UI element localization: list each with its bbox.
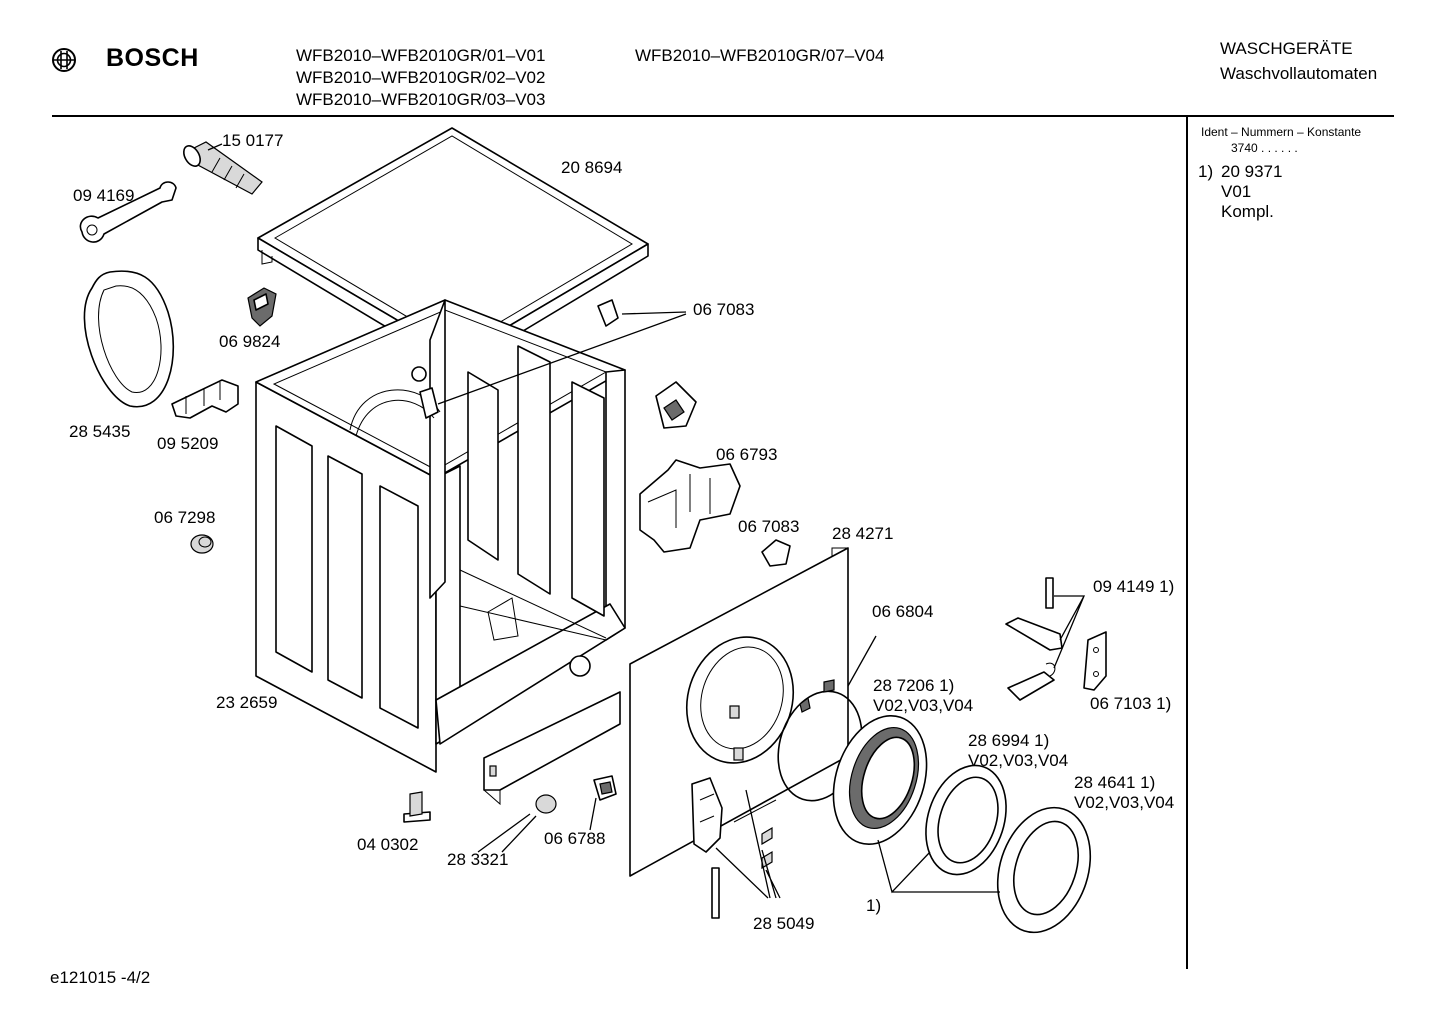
- hinge-part: [691, 777, 781, 919]
- part-label-067083-lower: 06 7083: [738, 517, 800, 536]
- part-label-069824: 06 9824: [219, 332, 281, 351]
- part-label-284641-variants: V02,V03,V04: [1074, 793, 1175, 812]
- bosch-logo: BOSCH: [50, 44, 210, 78]
- part-label-150177: 15 0177: [222, 131, 284, 150]
- note-callout-1: 1): [866, 896, 882, 915]
- wrench-part: [79, 181, 177, 243]
- note-marker: 1): [1198, 162, 1214, 181]
- part-label-094149: 09 4149 1): [1093, 577, 1175, 596]
- part-label-067298: 06 7298: [154, 508, 216, 527]
- model-line-4: WFB2010–WFB2010GR/07–V04: [635, 46, 885, 65]
- note-number: 20 9371: [1221, 162, 1283, 181]
- part-label-095209: 09 5209: [157, 434, 219, 453]
- ident-value: 3740 . . . . . .: [1231, 141, 1298, 155]
- door-lock-part: [639, 381, 741, 553]
- door-ring-part: [877, 806, 1092, 934]
- clip-part-067083-lower: [761, 539, 791, 567]
- part-label-067103: 06 7103 1): [1090, 694, 1172, 713]
- part-label-066793: 06 6793: [716, 445, 778, 464]
- brand-name: BOSCH: [106, 44, 199, 72]
- part-label-066788: 06 6788: [544, 829, 606, 848]
- part-label-283321: 28 3321: [447, 850, 509, 869]
- model-line-1: WFB2010–WFB2010GR/01–V01: [296, 46, 546, 65]
- door-frame-part: [832, 714, 928, 846]
- note-variant: V01: [1221, 182, 1252, 201]
- part-label-285049: 28 5049: [753, 914, 815, 933]
- drawing-code: e121015 -4/2: [50, 968, 151, 987]
- ident-title: Ident – Nummern – Konstante: [1201, 125, 1362, 139]
- category-title: WASCHGERÄTE: [1220, 39, 1353, 58]
- cabinet-housing-part: [255, 299, 626, 773]
- door-seal-ring-part: [83, 270, 175, 408]
- part-label-286994: 28 6994 1): [968, 731, 1050, 750]
- part-label-067083-top: 06 7083: [693, 300, 755, 319]
- plate-part: [1083, 631, 1107, 691]
- part-label-232659: 23 2659: [216, 693, 278, 712]
- part-label-208694: 20 8694: [561, 158, 623, 177]
- model-line-2: WFB2010–WFB2010GR/02–V02: [296, 68, 546, 87]
- part-label-094169: 09 4169: [73, 186, 135, 205]
- part-label-287206: 28 7206 1): [873, 676, 955, 695]
- bumper-part-067298: [190, 534, 214, 554]
- foot-part: [403, 791, 431, 823]
- hose-connector-part: [183, 141, 263, 195]
- part-label-286994-variants: V02,V03,V04: [968, 751, 1069, 770]
- model-line-3: WFB2010–WFB2010GR/03–V03: [296, 90, 546, 109]
- note-text: Kompl.: [1221, 202, 1274, 221]
- plinth-part: [477, 691, 621, 853]
- pin-lever-part: [1005, 577, 1086, 701]
- bracket-part-095209: [171, 379, 239, 419]
- part-label-284641: 28 4641 1): [1074, 773, 1156, 792]
- header-divider: [52, 115, 1394, 117]
- bosch-armature-icon: [52, 48, 76, 72]
- part-label-285435: 28 5435: [69, 422, 131, 441]
- part-label-287206-variants: V02,V03,V04: [873, 696, 974, 715]
- part-label-040302: 04 0302: [357, 835, 419, 854]
- sidebar-divider: [1186, 117, 1188, 969]
- clip-part-067083-top: [411, 299, 687, 419]
- clip-part-069824: [247, 287, 277, 327]
- category-subtitle: Waschvollautomaten: [1220, 64, 1378, 83]
- door-glass-part: [925, 764, 1007, 876]
- part-label-066804: 06 6804: [872, 602, 934, 621]
- front-panel-part: [629, 547, 849, 877]
- switch-part: [589, 775, 617, 831]
- part-label-284271: 28 4271: [832, 524, 894, 543]
